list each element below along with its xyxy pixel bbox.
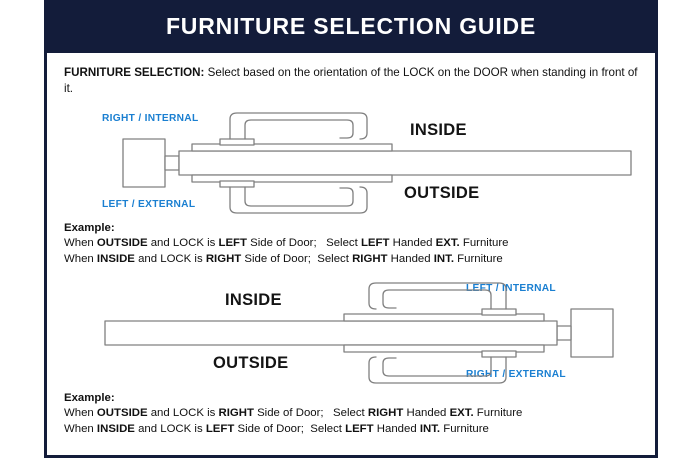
diagram1-top-blue-label: RIGHT / INTERNAL [102,113,199,124]
latch-stub [164,155,180,171]
lock-case [570,308,614,358]
inside-rose-boss [219,138,255,146]
e1l1-w5: Furniture [459,237,509,250]
e2l1-b3: RIGHT [367,407,404,420]
e1l2-w5: Furniture [454,252,503,265]
example1-heading: Example: [64,222,115,234]
e2l1-w3: Side of Door; Select [253,407,368,420]
e2l1-w2: and LOCK is [147,407,219,420]
e1l1-w2: and LOCK is [147,237,219,250]
example2-line1: When OUTSIDE and LOCK is RIGHT Side of D… [64,406,644,421]
diagram2-drawing [104,282,614,384]
e1l1-b1: OUTSIDE [96,237,148,250]
e1l1-b2: LEFT [218,237,247,250]
e1l1-w3: Side of Door; Select [246,237,361,250]
outside-lever-inner [382,356,492,377]
diagram2-bottom-blue-label: RIGHT / EXTERNAL [466,369,566,380]
e2l2-b1: INSIDE [96,422,135,435]
outside-rose-plate [343,344,545,353]
door-panel [178,150,632,176]
outside-rose-boss [219,180,255,188]
lock-case [122,138,166,188]
example2-heading: Example: [64,392,115,404]
e2l2-b4: INT. [419,422,441,435]
furniture-selection-guide: FURNITURE SELECTION GUIDE FURNITURE SELE… [44,0,658,458]
e1l1-w4: Handed [389,237,436,250]
intro-text: Select based on the orientation of the L… [64,66,638,95]
e1l2-b1: INSIDE [96,252,135,265]
e2l2-b3: LEFT [345,422,374,435]
title-bar: FURNITURE SELECTION GUIDE [44,0,658,53]
e2l1-w5: Furniture [473,407,523,420]
inside-rose-boss [481,308,517,316]
diagram2-top-blue-label: LEFT / INTERNAL [466,283,556,294]
outside-lever-outer [368,356,507,384]
e1l1-b3: LEFT [360,237,390,250]
inside-rose-plate [343,313,545,322]
guide-body-panel: FURNITURE SELECTION: Select based on the… [44,53,658,458]
intro-lead: FURNITURE SELECTION: [64,66,205,79]
inside-rose-plate [191,143,393,152]
e2l1-b4: EXT. [449,407,474,420]
intro-paragraph: FURNITURE SELECTION: Select based on the… [64,65,642,96]
outside-rose-plate [191,174,393,183]
e2l1-b1: OUTSIDE [96,407,148,420]
e2l2-w1: When [64,422,97,435]
lock-left-door-diagram: RIGHT / INTERNAL LEFT / EXTERNAL INSIDE … [47,111,655,216]
lock-right-door-diagram: LEFT / INTERNAL RIGHT / EXTERNAL INSIDE … [47,281,655,386]
outside-lever-inner [244,186,354,207]
latch-stub [556,325,572,341]
e2l2-w5: Furniture [440,422,489,435]
inside-lever-inner [244,119,354,140]
diagram1-drawing [122,112,632,214]
e1l2-w2: and LOCK is [134,252,206,265]
inside-lever-inner [382,289,492,310]
e2l1-w4: Handed [403,407,450,420]
diagram1-outside-label: OUTSIDE [404,184,480,202]
e2l2-w4: Handed [373,422,420,435]
e1l2-w4: Handed [387,252,434,265]
e1l1-w1: When [64,237,97,250]
outside-rose-boss [481,350,517,358]
example1-line2: When INSIDE and LOCK is RIGHT Side of Do… [64,252,644,267]
e2l1-b2: RIGHT [218,407,254,420]
example-block-1: Example: When OUTSIDE and LOCK is LEFT S… [64,221,644,267]
diagram1-inside-label: INSIDE [410,121,467,139]
e1l1-b4: EXT. [435,237,460,250]
e1l2-w3: Side of Door; Select [241,252,353,265]
e1l2-b3: RIGHT [352,252,388,265]
e2l1-w1: When [64,407,97,420]
diagram2-outside-label: OUTSIDE [213,354,289,372]
outside-lever-outer [229,186,368,214]
example2-line2: When INSIDE and LOCK is LEFT Side of Doo… [64,422,644,437]
e1l2-b2: RIGHT [205,252,242,265]
e2l2-b2: LEFT [205,422,235,435]
inside-lever-outer [229,112,368,140]
inside-lever-outer [368,282,507,310]
e2l2-w2: and LOCK is [134,422,206,435]
e1l2-w1: When [64,252,97,265]
page-title: FURNITURE SELECTION GUIDE [165,13,537,39]
example-block-2: Example: When OUTSIDE and LOCK is RIGHT … [64,391,644,437]
example1-line1: When OUTSIDE and LOCK is LEFT Side of Do… [64,236,644,251]
e2l2-w3: Side of Door; Select [234,422,346,435]
diagram2-inside-label: INSIDE [225,291,282,309]
door-panel [104,320,558,346]
e1l2-b4: INT. [433,252,454,265]
diagram1-bottom-blue-label: LEFT / EXTERNAL [102,199,196,210]
